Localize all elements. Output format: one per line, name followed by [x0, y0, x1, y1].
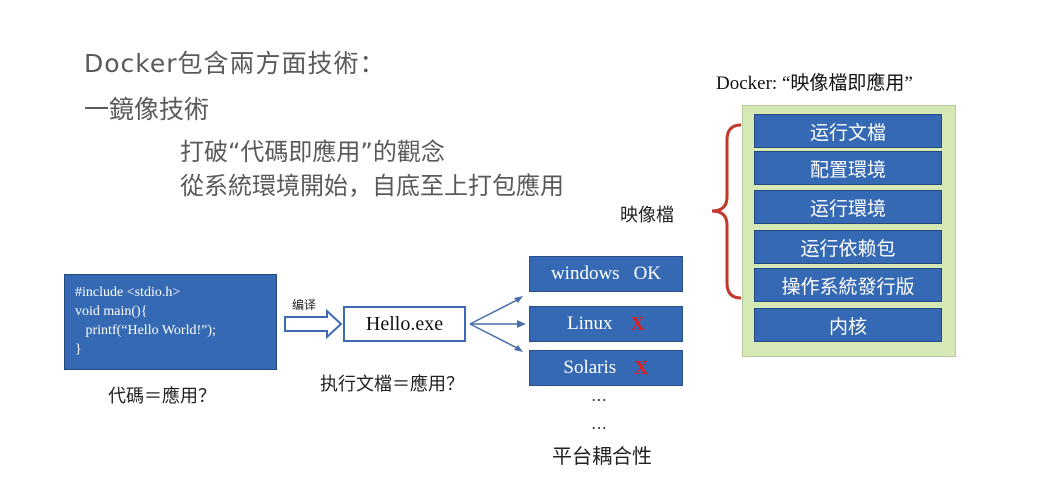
code-line: printf(“Hello World!”);	[75, 323, 216, 338]
docker-title: Docker: “映像檔即應用”	[716, 73, 913, 94]
heading-line-4: 從系統環境開始，自底至上打包應用	[180, 172, 564, 200]
code-line: }	[75, 342, 82, 357]
platform-solaris: Solaris X	[529, 350, 683, 386]
image-brace	[711, 123, 742, 300]
platform-status-ok: OK	[633, 263, 662, 284]
layer-os-distro: 操作系統發行版	[754, 268, 942, 302]
arrow-to-windows	[469, 297, 522, 325]
platform-name: Solaris	[563, 357, 617, 378]
layer-run-file: 运行文檔	[754, 114, 942, 148]
heading-line-2: 一鏡像技術	[84, 95, 210, 124]
source-code-box: #include <stdio.h> void main(){ printf(“…	[64, 274, 277, 370]
heading-line-3: 打破“代碼即應用”的觀念	[180, 138, 445, 166]
arrowhead-windows	[514, 296, 523, 303]
arrowhead-linux	[517, 320, 526, 328]
fanout-arrows	[469, 297, 522, 351]
code-caption: 代碼＝應用？	[108, 386, 216, 407]
platform-name: windows	[550, 263, 620, 284]
code-line: void main(){	[75, 304, 148, 319]
platform-windows: windows OK	[529, 256, 683, 292]
platform-linux: Linux X	[529, 306, 683, 342]
platform-name: Linux	[567, 313, 613, 334]
ellipsis: …	[591, 386, 607, 405]
arrowhead-solaris	[514, 345, 523, 352]
arrow-to-solaris	[469, 323, 522, 351]
compile-label: 编译	[292, 298, 317, 312]
x-mark-icon: X	[630, 312, 645, 335]
ellipsis: …	[591, 414, 607, 433]
platform-caption: 平台耦合性	[552, 444, 652, 468]
x-mark-icon: X	[634, 356, 649, 379]
hello-exe-box: Hello.exe	[343, 306, 466, 342]
layer-config-env: 配置環境	[754, 151, 942, 185]
compile-arrow	[284, 308, 343, 340]
layer-runtime-env: 运行環境	[754, 190, 942, 224]
heading-line-1: Docker包含兩方面技術：	[84, 49, 386, 78]
code-line: #include <stdio.h>	[75, 285, 181, 300]
exe-caption: 执行文檔＝應用？	[320, 374, 464, 395]
image-label: 映像檔	[620, 205, 674, 226]
layer-kernel: 内核	[754, 308, 942, 342]
layer-dependencies: 运行依赖包	[754, 230, 942, 264]
